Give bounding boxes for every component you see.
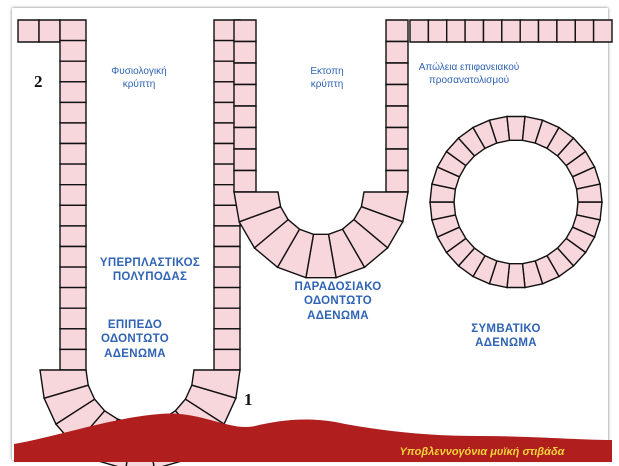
- crypt-cell: [214, 308, 240, 329]
- crypt-cell: [214, 226, 240, 247]
- crypt-cell: [60, 308, 86, 329]
- crypt-cell: [60, 102, 86, 123]
- crypt-cell: [60, 144, 86, 165]
- crypt-cell: [386, 171, 408, 193]
- crypt-cell: [234, 128, 256, 150]
- crypt-cell: [60, 185, 86, 206]
- marker-1: 1: [244, 390, 253, 410]
- crypt-cell: [60, 226, 86, 247]
- surface-cell: [447, 20, 465, 42]
- crypt-cell: [60, 82, 86, 103]
- crypt-cell: [386, 106, 408, 128]
- crypt-cell: [386, 149, 408, 171]
- surface-cell: [594, 20, 612, 42]
- surface-cell: [557, 20, 575, 42]
- label-traditional-serrated-adenoma: ΠΑΡΑΔΟΣΙΑΚΟ ΟΔΟΝΤΩΤΟ ΑΔΕΝΩΜΑ: [286, 280, 390, 323]
- crypt-cell: [60, 41, 86, 62]
- crypt-cell: [234, 149, 256, 171]
- crypt-cell: [60, 288, 86, 309]
- crypt-cell: [234, 20, 256, 42]
- crypt-cell: [60, 20, 86, 41]
- crypt-cell: [214, 267, 240, 288]
- crypt-cell: [214, 349, 240, 370]
- crypt-cell: [386, 128, 408, 150]
- label-flat-serrated-adenoma: ΕΠΙΠΕΔΟ ΟΔΟΝΤΩΤΟ ΑΔΕΝΩΜΑ: [92, 318, 178, 361]
- label-conventional-adenoma: ΣΥΜΒΑΤΙΚΟ ΑΔΕΝΩΜΑ: [460, 322, 552, 351]
- crypt-cell: [386, 20, 408, 42]
- crypt-cell: [234, 171, 256, 193]
- crypt-cell: [60, 123, 86, 144]
- crypt-cell: [386, 63, 408, 85]
- crypt-cell: [214, 247, 240, 268]
- label-serrated-crypt: Εκτοπη κρύπτη: [296, 66, 358, 91]
- label-normal-crypt: Φυσιολογική κρύπτη: [100, 66, 178, 91]
- crypt-cell: [234, 106, 256, 128]
- surface-cell: [410, 20, 428, 42]
- crypt-cell: [60, 205, 86, 226]
- surface-cell: [539, 20, 557, 42]
- label-surface-orientation-loss: Απώλεια επιφανειακού προσανατολισμού: [410, 62, 528, 87]
- surface-cell: [484, 20, 502, 42]
- crypt-cell: [60, 61, 86, 82]
- muscularis-label: Υποβλεννογόνια μυϊκή στιβάδα: [352, 446, 612, 458]
- surface-cell: [465, 20, 483, 42]
- surface-cell: [502, 20, 520, 42]
- crypt-cell: [214, 329, 240, 350]
- surface-cell: [18, 20, 39, 42]
- crypt-cell: [214, 288, 240, 309]
- crypt-cell: [60, 267, 86, 288]
- crypt-cell: [234, 85, 256, 107]
- marker-2: 2: [34, 72, 43, 92]
- crypt-cell: [234, 63, 256, 85]
- surface-cell: [520, 20, 538, 42]
- crypt-cell: [60, 247, 86, 268]
- crypt-cell: [386, 42, 408, 64]
- crypt-cell: [60, 164, 86, 185]
- surface-cell: [39, 20, 60, 42]
- crypt-cell: [60, 349, 86, 370]
- crypt-cell: [214, 205, 240, 226]
- label-hyperplastic-polyp: ΥΠΕΡΠΛΑΣΤΙΚΟΣ ΠΟΛΥΠΟΔΑΣ: [84, 256, 216, 285]
- surface-cell: [428, 20, 446, 42]
- crypt-cell: [234, 42, 256, 64]
- crypt-cell: [386, 85, 408, 107]
- surface-cell: [575, 20, 593, 42]
- crypt-cell: [60, 329, 86, 350]
